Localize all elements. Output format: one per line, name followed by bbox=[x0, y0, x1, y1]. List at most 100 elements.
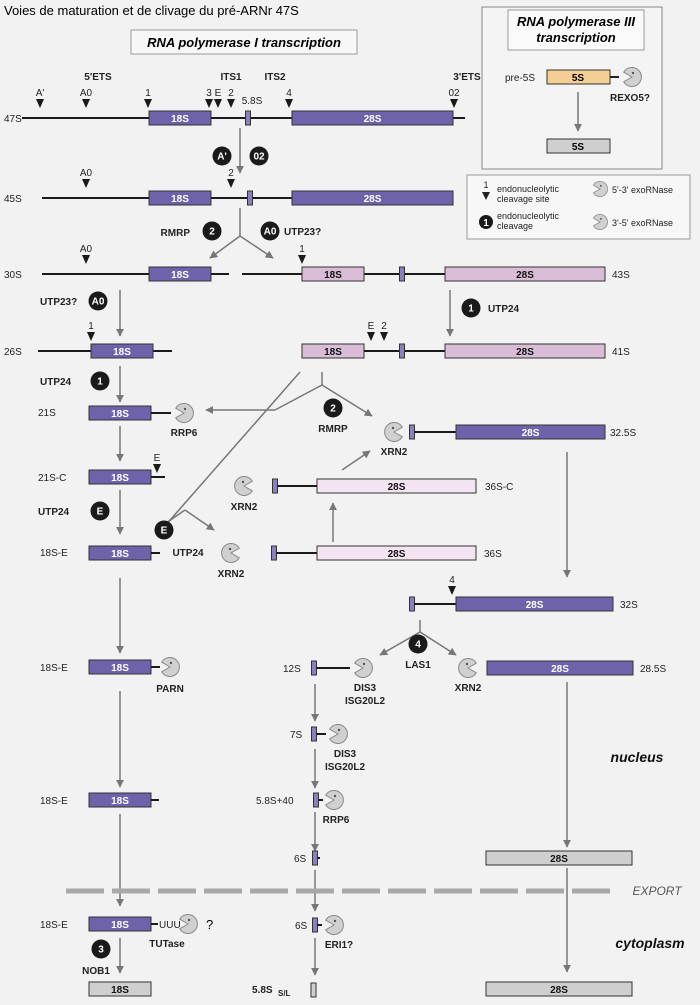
exonuclease-icon bbox=[175, 403, 194, 423]
row-43s: 43S bbox=[612, 270, 630, 281]
diag-to-18se bbox=[163, 371, 301, 528]
box-43s-28s-label: 28S bbox=[516, 270, 534, 281]
cleavage-site-arrow-icon bbox=[448, 586, 456, 595]
circle-a0-label: A0 bbox=[264, 227, 277, 238]
5-8s-region bbox=[271, 545, 277, 561]
legend-site-number: 1 bbox=[483, 180, 488, 190]
site-a0: A0 bbox=[80, 88, 93, 99]
enzyme-xrn2-4: XRN2 bbox=[455, 683, 482, 694]
5-8s-region bbox=[409, 596, 415, 612]
cleavage-site-arrow-icon bbox=[285, 99, 293, 108]
box-41s-28s-label: 28S bbox=[516, 347, 534, 358]
pol3-title-2: transcription bbox=[536, 30, 616, 45]
5-8s-region bbox=[311, 660, 317, 676]
arrow-to-28-5s bbox=[419, 631, 457, 656]
site-02: 02 bbox=[448, 88, 460, 99]
legend-site-line2: cleavage site bbox=[497, 194, 550, 204]
legend-exo53: 5'-3' exoRNase bbox=[612, 185, 673, 195]
site-aprime: A' bbox=[36, 88, 45, 99]
cleavage-site-arrow-icon bbox=[82, 255, 90, 264]
box-32-5s-28s bbox=[455, 424, 606, 440]
box-36s-c-28s bbox=[316, 478, 477, 494]
pol1-header-box bbox=[130, 29, 358, 55]
enzyme-eri1: ERI1? bbox=[325, 940, 353, 951]
box-18s-e-1-label: 18S bbox=[111, 549, 129, 560]
row-18s-e-4: 18S-E bbox=[40, 920, 68, 931]
circle-02 bbox=[249, 146, 269, 166]
cleavage-site-arrow-icon bbox=[227, 179, 235, 188]
enzyme-parn: PARN bbox=[156, 684, 184, 695]
5-8s-region bbox=[312, 850, 318, 866]
arrow-fork-36s bbox=[184, 509, 215, 531]
circle-a0 bbox=[260, 221, 280, 241]
row-18s-e-3: 18S-E bbox=[40, 796, 68, 807]
5-8s-region bbox=[399, 343, 405, 359]
5-8s-region bbox=[399, 266, 405, 282]
circle-3-label: 3 bbox=[98, 945, 104, 956]
box-pre5s-label: 5S bbox=[572, 73, 585, 84]
box-28s-final-label: 28S bbox=[550, 985, 568, 996]
row-28-5s: 28.5S bbox=[640, 664, 666, 675]
box-41s-28s bbox=[444, 343, 606, 359]
exonuclease-icon bbox=[458, 658, 477, 678]
site-e: E bbox=[215, 88, 222, 99]
site-e-21s-c: E bbox=[154, 453, 161, 464]
legend: 1 endonucleolytic cleavage site 1 endonu… bbox=[466, 174, 691, 240]
enzyme-question: ? bbox=[206, 917, 213, 932]
cleavage-site-arrow-icon bbox=[482, 192, 490, 200]
enzyme-rrp6-2: RRP6 bbox=[323, 815, 350, 826]
exonuclease-icon bbox=[325, 790, 344, 810]
enzyme-xrn2: XRN2 bbox=[381, 447, 408, 458]
box-28s-final bbox=[485, 981, 633, 997]
exonuclease-icon bbox=[325, 915, 344, 935]
5-8s-region bbox=[272, 478, 278, 494]
enzyme-utp24-4: UTP24 bbox=[172, 548, 204, 559]
5-8s-region bbox=[313, 792, 319, 808]
circle-e-2 bbox=[154, 520, 174, 540]
legend-exo35: 3'-5' exoRNase bbox=[612, 218, 673, 228]
diagram-title: Voies de maturation et de clivage du pré… bbox=[4, 3, 299, 18]
export-label: EXPORT bbox=[632, 884, 683, 898]
circle-4-label: 4 bbox=[415, 640, 421, 651]
enzyme-isg20l2-2: ISG20L2 bbox=[325, 762, 365, 773]
circle-3 bbox=[91, 939, 111, 959]
box-45s-28s bbox=[291, 190, 454, 206]
exonuclease-icon bbox=[221, 543, 240, 563]
circle-2-2-label: 2 bbox=[330, 404, 336, 415]
box-47s-18s-label: 18S bbox=[171, 114, 189, 125]
box-28-5s-28s-label: 28S bbox=[551, 664, 569, 675]
box-26s-18s-label: 18S bbox=[113, 347, 131, 358]
box-18s-e-3-label: 18S bbox=[111, 796, 129, 807]
cleavage-site-arrow-icon bbox=[205, 99, 213, 108]
box-45s-18s bbox=[148, 190, 212, 206]
enzyme-xrn2-2: XRN2 bbox=[231, 502, 258, 513]
box-18s-e-4-label: 18S bbox=[111, 920, 129, 931]
circle-2 bbox=[202, 221, 222, 241]
circle-a0-2 bbox=[88, 291, 108, 311]
cytoplasm-label: cytoplasm bbox=[615, 935, 684, 951]
site-2-41s: 2 bbox=[381, 321, 387, 332]
5-8s-region bbox=[312, 917, 318, 933]
circle-4 bbox=[408, 634, 428, 654]
label-pre5s: pre-5S bbox=[505, 73, 535, 84]
enzyme-dis3-2: DIS3 bbox=[334, 749, 357, 760]
circle-aprime bbox=[212, 146, 232, 166]
box-21s-18s-label: 18S bbox=[111, 409, 129, 420]
box-36s-c-28s-label: 28S bbox=[388, 482, 406, 493]
site-e-41s: E bbox=[368, 321, 375, 332]
box-26s-18s bbox=[90, 343, 154, 359]
exonuclease-icon bbox=[384, 422, 403, 442]
pol3-panel: RNA polymerase III transcription pre-5S … bbox=[481, 6, 663, 170]
row-6s-2: 6S bbox=[295, 921, 308, 932]
enzyme-las1: LAS1 bbox=[405, 660, 431, 671]
site-4: 4 bbox=[286, 88, 292, 99]
row-21s-c: 21S-C bbox=[38, 473, 66, 484]
legend-cleave-number: 1 bbox=[483, 218, 489, 229]
box-47s-28s-label: 28S bbox=[364, 114, 382, 125]
box-5s-label: 5S bbox=[572, 142, 585, 153]
box-28s-nucleus-label: 28S bbox=[550, 854, 568, 865]
enzyme-uuu: UUU bbox=[159, 920, 181, 931]
cleavage-site-arrow-icon bbox=[82, 179, 90, 188]
